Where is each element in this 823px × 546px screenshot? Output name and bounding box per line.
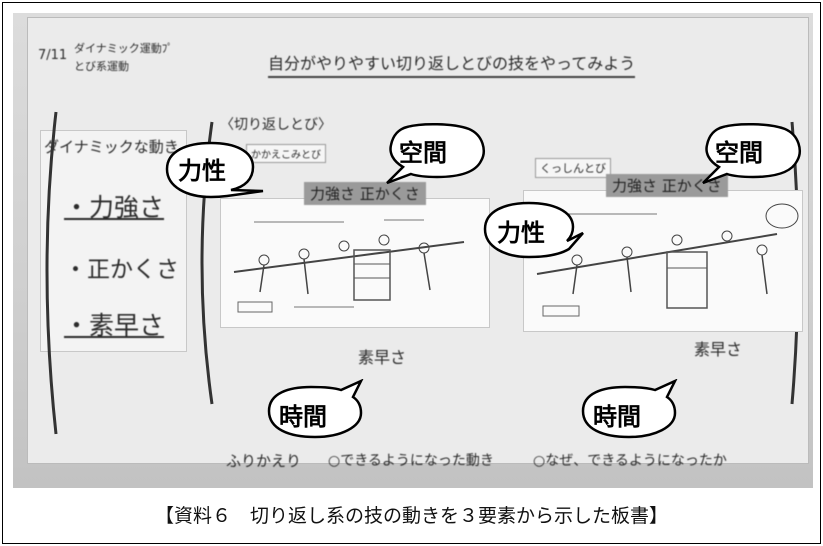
- right-chart-label-top: 力強さ 正かくさ: [606, 174, 728, 197]
- right-force-bubble: [483, 201, 584, 259]
- right-time-label: 時間: [593, 403, 641, 431]
- board-date: 7/11: [38, 48, 68, 63]
- board-header-line1: ダイナミック運動ﾌﾟ: [74, 42, 173, 55]
- left-bracket: [45, 111, 58, 435]
- left-column-item-3: ・素早さ: [64, 311, 165, 340]
- right-chart-tab: くっしんとび: [535, 158, 611, 178]
- left-chart-tab: かかえこみとび: [246, 144, 326, 163]
- left-chart-sheet: [220, 198, 490, 328]
- left-time-label: 時間: [279, 403, 327, 431]
- left-space-bubble: [386, 123, 485, 185]
- right-space-bubble: [702, 123, 801, 185]
- left-chart-label-top: 力強さ 正かくさ: [304, 182, 426, 205]
- whiteboard: 7/11 ダイナミック運動ﾌﾟ とび系運動 自分がやりやすい切り返しとびの技をや…: [27, 17, 809, 470]
- board-header-line2: とび系運動: [74, 60, 129, 73]
- right-force-label: 力性: [497, 219, 545, 247]
- right-vaulting-diagram: [536, 203, 799, 317]
- left-column-item-1: ・力強さ: [64, 193, 165, 222]
- right-space-label: 空間: [715, 139, 763, 167]
- reflection-label: ふりかえり: [226, 452, 302, 470]
- section-title: 〈切り返しとび〉: [220, 117, 332, 133]
- left-column-heading: ダイナミックな動き: [44, 138, 179, 156]
- board-title: 自分がやりやすい切り返しとびの技をやってみよう: [268, 50, 636, 78]
- left-column-item-2: ・正かくさ: [64, 257, 179, 283]
- right-chart-label-bottom: 素早さ: [694, 340, 743, 359]
- reflection-note-1: ○できるようになった動き: [328, 453, 494, 469]
- blackboard-photo: 7/11 ダイナミック運動ﾌﾟ とび系運動 自分がやりやすい切り返しとびの技をや…: [13, 13, 813, 488]
- left-time-bubble: [267, 379, 364, 439]
- left-chart-label-bottom: 素早さ: [358, 348, 407, 367]
- left-column-sheet: [40, 130, 187, 352]
- right-time-bubble: [581, 379, 678, 439]
- left-force-label: 力性: [178, 157, 226, 185]
- left-force-bubble: [165, 141, 264, 199]
- reflection-note-2: ○なぜ、できるようになったか: [533, 453, 727, 469]
- left-vaulting-diagram: [233, 219, 465, 313]
- left-space-label: 空間: [399, 139, 447, 167]
- figure-caption: 【資料６ 切り返し系の技の動きを３要素から示した板書】: [154, 505, 668, 527]
